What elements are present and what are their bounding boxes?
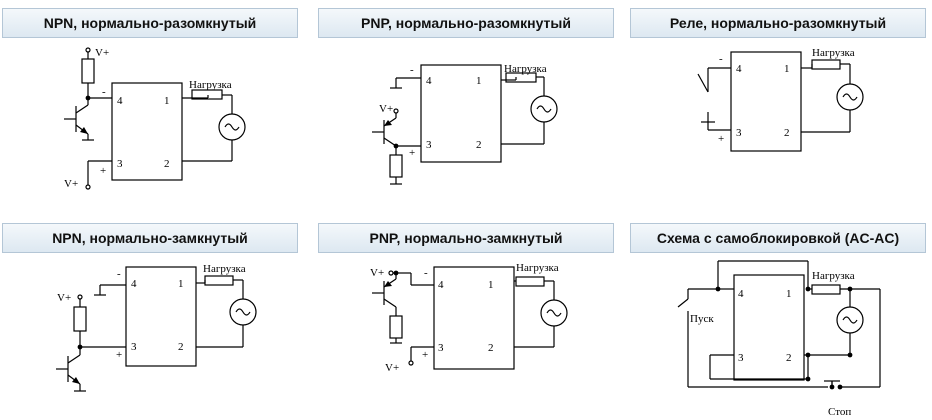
vplus-label: V+ [64, 178, 78, 190]
start-label: Пуск [690, 313, 714, 325]
pin-1-label: 1 [488, 279, 494, 291]
circuit-relay-no: 4 1 3 2 - + Нагрузка [697, 47, 864, 152]
relay-contact [697, 73, 709, 93]
pin-4-label: 4 [736, 63, 742, 75]
circuit-self-locking: 4 1 3 2 Нагрузка Пуск Стоп [677, 260, 881, 418]
panel-title: NPN, нормально-замкнутый [2, 223, 298, 253]
load-label: Нагрузка [812, 47, 855, 59]
pin-3-label: 3 [426, 139, 432, 151]
pin-1-label: 1 [786, 288, 792, 300]
terminal [388, 270, 394, 276]
terminal [408, 360, 414, 366]
vplus-label: V+ [370, 267, 384, 279]
sensor-box [433, 266, 515, 370]
pin-4-label: 4 [738, 288, 744, 300]
plus-sign: + [116, 349, 122, 361]
pin-1-label: 1 [178, 278, 184, 290]
pin-3-label: 3 [738, 352, 744, 364]
minus-sign: - [410, 64, 414, 76]
pin-2-label: 2 [178, 341, 184, 353]
pin-2-label: 2 [488, 342, 494, 354]
pin-3-label: 3 [736, 127, 742, 139]
circuit-pnp-no: 4 1 3 2 - + V+ Нагрузка [372, 63, 558, 185]
load-label: Нагрузка [504, 63, 547, 75]
pin-2-label: 2 [476, 139, 482, 151]
resistor [73, 306, 87, 332]
panel-title: NPN, нормально-разомкнутый [2, 8, 298, 38]
circuit-npn-nc: 4 1 3 2 - + V+ Нагрузка [56, 263, 257, 392]
load-resistor [204, 275, 234, 286]
pin-4-label: 4 [117, 95, 123, 107]
minus-sign: - [424, 267, 428, 279]
resistor [389, 154, 403, 178]
load-label: Нагрузка [812, 270, 855, 282]
circuit-npn-no: 4 1 3 2 - + V+ V+ Нагрузка [64, 47, 246, 190]
pin-3-label: 3 [438, 342, 444, 354]
sensor-box [125, 266, 197, 367]
panel-title: PNP, нормально-разомкнутый [318, 8, 614, 38]
pin-4-label: 4 [131, 278, 137, 290]
load-label: Нагрузка [203, 263, 246, 275]
minus-sign: - [102, 86, 106, 98]
load-resistor [515, 276, 545, 287]
load-resistor [811, 59, 841, 70]
terminal [77, 294, 83, 300]
plus-sign: + [100, 165, 106, 177]
resistor [389, 315, 403, 339]
terminal [85, 47, 91, 53]
panel-npn-no: NPN, нормально-разомкнутый 4 1 3 2 - + V… [0, 0, 300, 205]
pin-3-label: 3 [131, 341, 137, 353]
pin-4-label: 4 [426, 75, 432, 87]
panel-title: Схема с самоблокировкой (AC-AC) [630, 223, 926, 253]
plus-sign: + [718, 133, 724, 145]
vplus-label: V+ [385, 362, 399, 374]
pin-1-label: 1 [476, 75, 482, 87]
vplus-label: V+ [95, 47, 109, 59]
stop-label: Стоп [828, 406, 851, 418]
panel-title: Реле, нормально-разомкнутый [630, 8, 926, 38]
panel-pnp-nc: PNP, нормально-замкнутый 4 1 3 2 - + V+ … [316, 215, 616, 420]
vplus-label: V+ [57, 292, 71, 304]
sensor-box [733, 274, 805, 381]
plus-sign: + [409, 147, 415, 159]
sensor-box [730, 51, 802, 152]
minus-sign: - [719, 53, 723, 65]
pin-3-label: 3 [117, 158, 123, 170]
terminal [393, 108, 399, 114]
panel-title: PNP, нормально-замкнутый [318, 223, 614, 253]
minus-sign: - [117, 268, 121, 280]
circuit-pnp-nc: 4 1 3 2 - + V+ V+ Нагрузка [370, 262, 568, 374]
sensor-box [111, 82, 183, 181]
plus-sign: + [422, 349, 428, 361]
panel-npn-nc: NPN, нормально-замкнутый 4 1 3 2 - + V+ … [0, 215, 300, 420]
resistor [81, 58, 95, 84]
terminal [85, 184, 91, 190]
start-contact [677, 298, 689, 308]
pin-1-label: 1 [164, 95, 170, 107]
sensor-box [420, 64, 502, 163]
load-label: Нагрузка [516, 262, 559, 274]
panel-relay-no: Реле, нормально-разомкнутый 4 1 3 2 - + … [628, 0, 928, 205]
pin-4-label: 4 [438, 279, 444, 291]
pin-2-label: 2 [784, 127, 790, 139]
pin-2-label: 2 [786, 352, 792, 364]
load-resistor [811, 284, 841, 295]
panel-pnp-no: PNP, нормально-разомкнутый 4 1 3 2 - + V… [316, 0, 616, 205]
pin-1-label: 1 [784, 63, 790, 75]
vplus-label: V+ [379, 103, 393, 115]
panel-self-locking: Схема с самоблокировкой (AC-AC) 4 1 3 2 … [628, 215, 928, 420]
load-label: Нагрузка [189, 79, 232, 91]
pin-2-label: 2 [164, 158, 170, 170]
